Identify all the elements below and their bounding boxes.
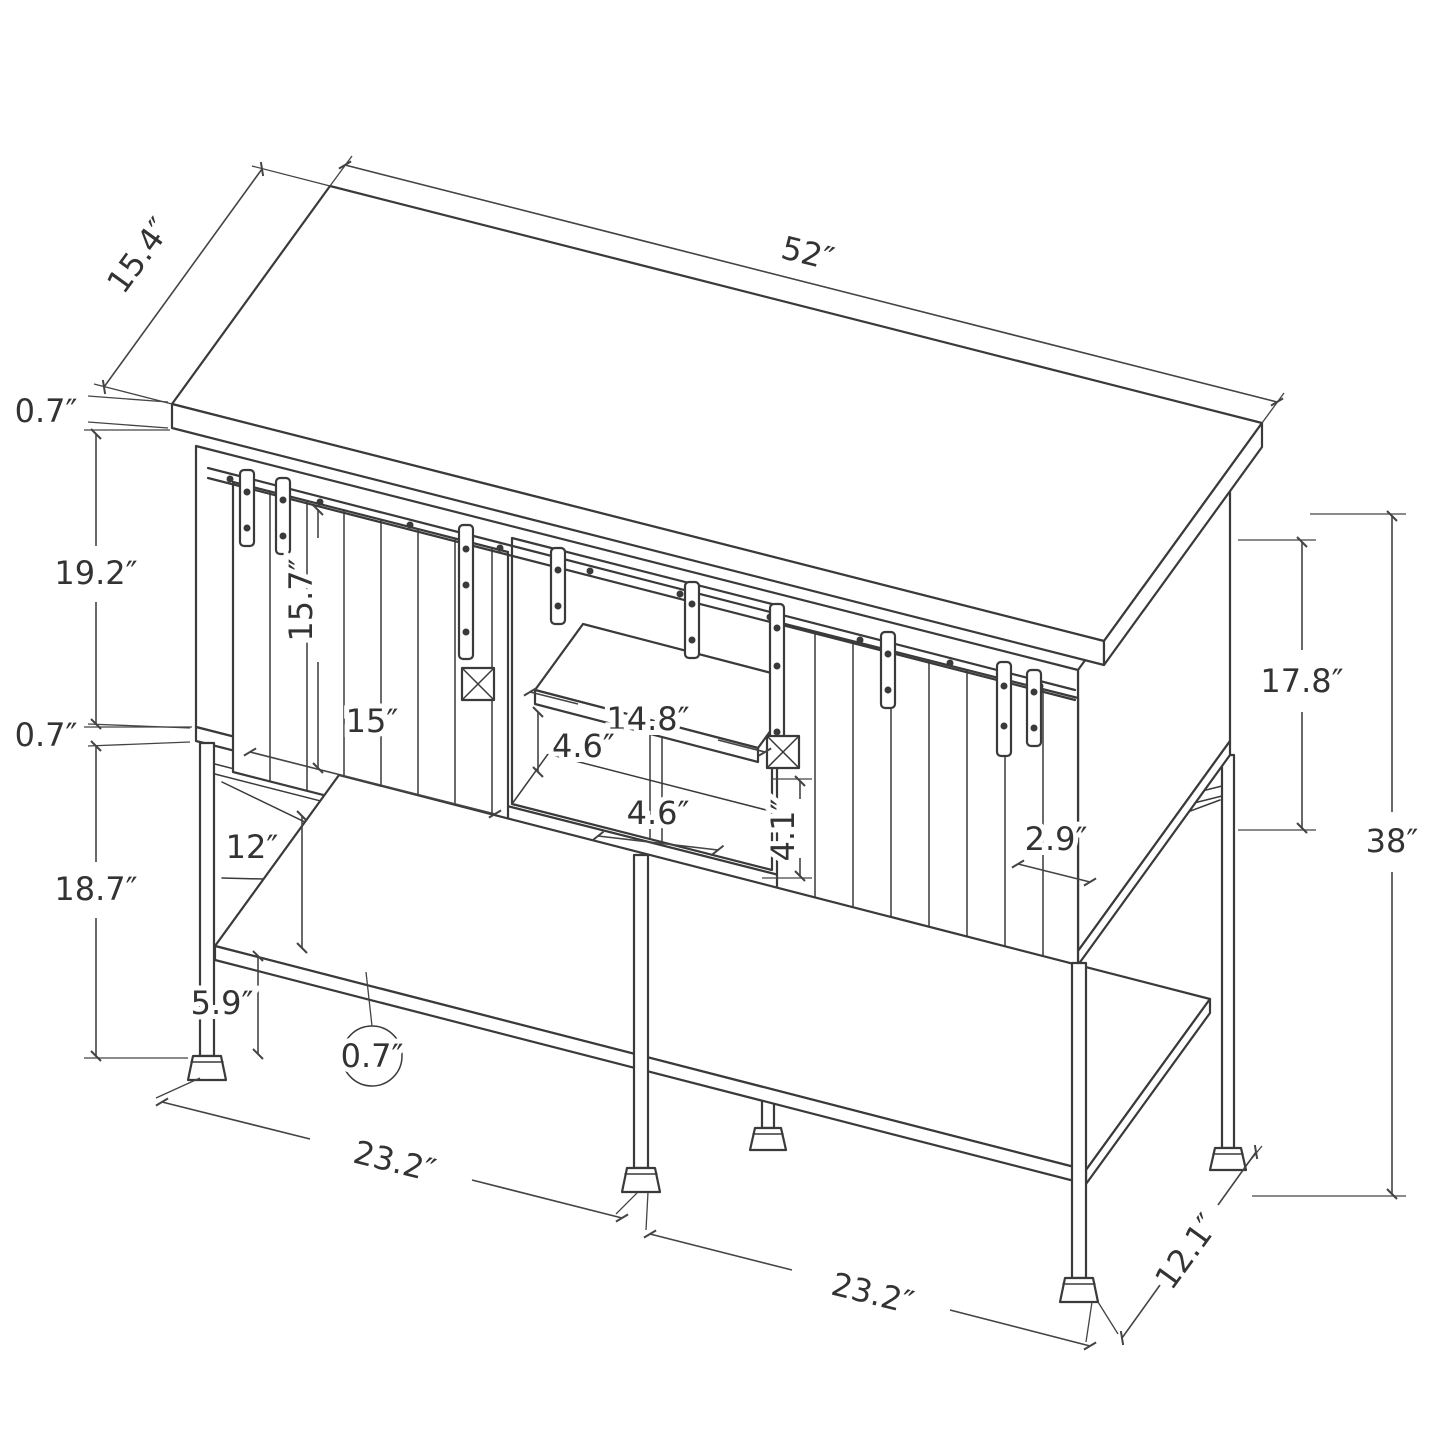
dim-shelf-clearance: 5.9″ xyxy=(191,984,254,1022)
front-middle-leg xyxy=(632,853,650,1170)
furniture-drawing xyxy=(170,184,1264,1304)
door-hanger-straps xyxy=(238,468,1043,764)
dim-shelf-width: 14.8″ xyxy=(606,700,689,738)
strap xyxy=(995,660,1013,758)
strap xyxy=(238,468,256,548)
dim-top-width: 52″ xyxy=(778,229,838,279)
dim-base-depth: 12.1″ xyxy=(1147,1207,1227,1297)
dim-bottom-thickness: 0.7″ xyxy=(15,716,78,754)
dim-cabinet-height: 19.2″ xyxy=(54,554,137,592)
back-right-leg xyxy=(1220,753,1236,1150)
strap xyxy=(457,523,475,661)
dim-top-thickness: 0.7″ xyxy=(15,392,78,430)
strap xyxy=(549,546,567,626)
dim-span-left: 23.2″ xyxy=(350,1133,440,1190)
back-right-foot xyxy=(1208,1146,1248,1172)
dim-top-depth: 15.4″ xyxy=(99,211,179,301)
compartment-shelf-front xyxy=(533,688,760,764)
top-right-edge xyxy=(1102,421,1264,667)
dim-cubby-lower: 4.6″ xyxy=(627,794,690,832)
strap xyxy=(274,476,292,556)
rail-track xyxy=(206,466,1077,702)
dim-cubby-clearance: 4.1″ xyxy=(764,799,802,862)
dim-door-offset: 2.9″ xyxy=(1025,820,1088,858)
dim-side-height: 17.8″ xyxy=(1260,662,1343,700)
strap xyxy=(879,630,897,710)
open-compartment xyxy=(510,536,808,872)
dim-shelf-thickness: 0.7″ xyxy=(341,1037,404,1075)
door-handles xyxy=(460,666,801,770)
dim-span-right: 23.2″ xyxy=(828,1265,918,1322)
left-door-planks xyxy=(269,490,493,839)
strap xyxy=(1025,668,1043,748)
right-door-planks xyxy=(814,631,1044,980)
front-middle-foot xyxy=(620,1166,662,1194)
compartment-floor-edges xyxy=(511,753,771,812)
dim-cubby-upper: 4.6″ xyxy=(552,727,615,765)
strap xyxy=(683,580,701,660)
dim-leg-height: 18.7″ xyxy=(54,870,137,908)
front-left-foot xyxy=(186,1054,228,1082)
dim-overall-height: 38″ xyxy=(1366,822,1419,860)
compartment-divider xyxy=(649,733,663,843)
dim-door-height: 15.7″ xyxy=(282,558,320,641)
front-right-foot xyxy=(1058,1276,1100,1304)
dim-brace-height: 12″ xyxy=(226,828,279,866)
dim-door-width: 15″ xyxy=(346,702,399,740)
front-right-leg xyxy=(1070,961,1088,1280)
back-middle-foot xyxy=(748,1126,788,1152)
